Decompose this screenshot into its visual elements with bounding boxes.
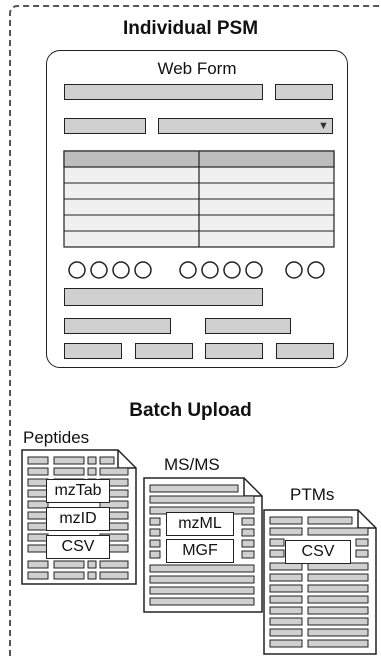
ptms-file-icon (263, 509, 377, 655)
batch-upload-title: Batch Upload (129, 400, 252, 421)
radio-button[interactable] (307, 261, 325, 279)
radio-button[interactable] (201, 261, 219, 279)
web-form-title: Web Form (157, 59, 237, 78)
radio-button[interactable] (134, 261, 152, 279)
radio-button[interactable] (285, 261, 303, 279)
format-box-mztab: mzTab (46, 479, 110, 503)
format-box-mgf: MGF (166, 539, 234, 563)
text-field[interactable] (64, 118, 146, 134)
radio-button[interactable] (223, 261, 241, 279)
radio-button[interactable] (68, 261, 86, 279)
form-button[interactable] (276, 343, 334, 359)
format-label: CSV (301, 543, 335, 560)
peptides-label: Peptides (23, 428, 90, 447)
radio-button[interactable] (245, 261, 263, 279)
form-button[interactable] (64, 343, 122, 359)
form-button[interactable] (135, 343, 193, 359)
radio-groups (68, 261, 325, 279)
dropdown-select[interactable] (158, 118, 333, 134)
msms-label: MS/MS (164, 455, 220, 474)
format-label: CSV (61, 538, 95, 555)
data-table (63, 150, 335, 248)
text-field-long[interactable] (64, 288, 263, 306)
format-box-mzid: mzID (46, 507, 110, 531)
form-button[interactable] (205, 343, 263, 359)
text-field[interactable] (205, 318, 291, 334)
radio-button[interactable] (179, 261, 197, 279)
individual-psm-title: Individual PSM (122, 18, 259, 39)
format-label: MGF (182, 542, 218, 559)
format-label: mzID (59, 510, 97, 527)
text-field[interactable] (64, 84, 263, 100)
ptms-label: PTMs (290, 485, 335, 504)
text-field[interactable] (64, 318, 171, 334)
text-field-short[interactable] (275, 84, 333, 100)
format-box-csv-ptm: CSV (285, 540, 351, 564)
radio-button[interactable] (90, 261, 108, 279)
format-box-mzml: mzML (166, 512, 234, 536)
format-box-csv: CSV (46, 535, 110, 559)
radio-button[interactable] (112, 261, 130, 279)
format-label: mzTab (54, 482, 102, 499)
format-label: mzML (178, 515, 222, 532)
chevron-down-icon: ▼ (318, 120, 329, 132)
